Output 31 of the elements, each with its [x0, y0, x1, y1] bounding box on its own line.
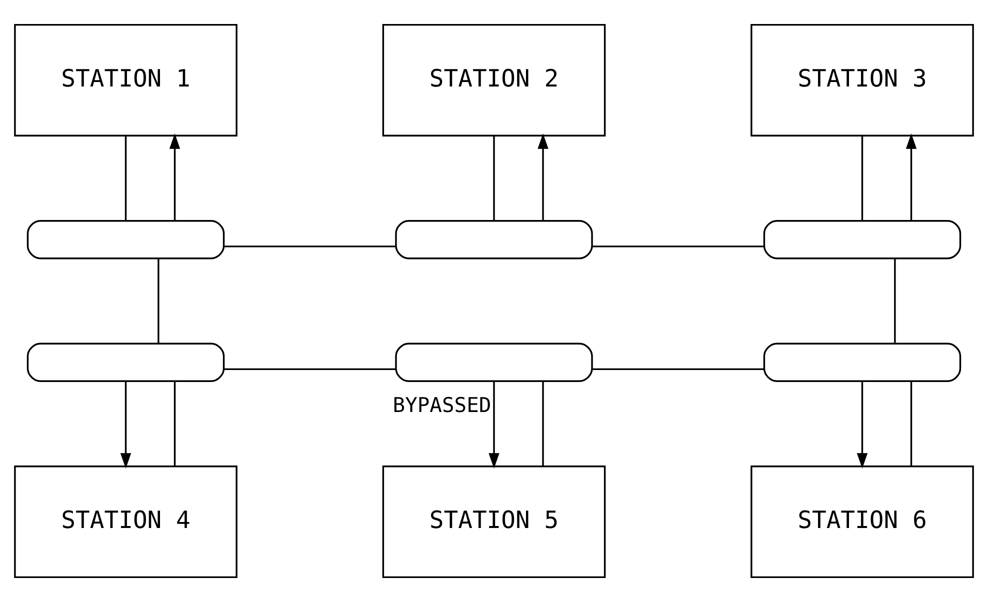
- connector: [493, 136, 495, 220]
- node-capsule: [395, 220, 593, 260]
- node-capsule: [763, 220, 962, 260]
- node-box: STATION 5: [382, 466, 606, 578]
- node-capsule: [26, 220, 225, 260]
- node-capsule: [395, 342, 593, 382]
- connector: [910, 382, 912, 466]
- connector: [174, 382, 176, 466]
- connector: [542, 382, 544, 466]
- connector: [894, 258, 896, 343]
- edge-label: BYPASSED: [392, 392, 492, 417]
- node-box: STATION 3: [750, 24, 974, 136]
- node-box: STATION 4: [14, 466, 238, 578]
- connector: [592, 368, 764, 370]
- node-capsule: [763, 342, 962, 382]
- arrow: [906, 133, 917, 221]
- arrow: [120, 381, 132, 469]
- arrow: [856, 381, 868, 469]
- connector: [861, 136, 864, 220]
- connector: [124, 136, 127, 220]
- arrow: [538, 133, 548, 221]
- connector: [224, 246, 396, 248]
- node-box: STATION 1: [14, 24, 238, 136]
- node-box: STATION 6: [750, 466, 974, 578]
- node-box: STATION 2: [382, 24, 606, 136]
- connector: [592, 246, 764, 248]
- arrow: [488, 381, 500, 469]
- arrow: [169, 133, 180, 221]
- connector: [158, 259, 160, 344]
- connector: [224, 368, 396, 370]
- node-capsule: [26, 342, 225, 382]
